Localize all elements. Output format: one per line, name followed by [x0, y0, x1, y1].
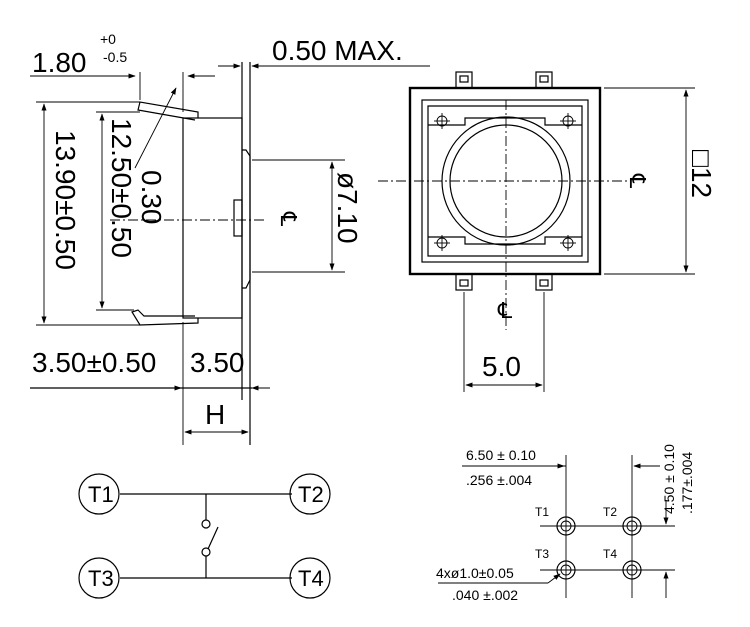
dim-square: □12: [686, 150, 717, 198]
dim-pitch: 5.0: [482, 351, 521, 382]
dim-diameter: ø7.10: [332, 172, 363, 244]
svg-text:T1: T1: [88, 482, 114, 507]
side-actuator: [242, 149, 251, 289]
dim-bottom-right: 3.50: [190, 347, 245, 378]
terminal-t1: T1: [78, 473, 120, 515]
dim-top-tol-minus: -0.5: [103, 49, 127, 65]
pad-t2: [622, 516, 642, 536]
dim-fp-h-mm: 6.50 ± 0.10: [466, 447, 536, 463]
pad-label-t3: T3: [535, 547, 549, 561]
dim-hole-mm: 4xø1.0±0.05: [436, 565, 514, 581]
dim-bottom-left: 3.50±0.50: [32, 347, 156, 378]
side-lead-bottom: [131, 309, 199, 326]
footprint: T1 T2 T3 T4 6.50 ± 0.10 .256 ±.004 4.50 …: [436, 444, 695, 603]
pad-label-t1: T1: [535, 505, 549, 519]
pad-t1: [556, 516, 576, 536]
svg-text:T4: T4: [298, 566, 324, 591]
pad-label-t2: T2: [603, 505, 617, 519]
dim-fp-h-in: .256 ±.004: [466, 472, 532, 488]
top-cl-symbol-h: ℄: [625, 173, 650, 189]
dim-height-outer: 13.90±0.50: [50, 130, 81, 270]
dim-max: 0.50 MAX.: [272, 35, 403, 66]
dim-top-nominal: 1.80: [32, 47, 87, 78]
pad-t4: [622, 560, 642, 580]
top-cl-symbol-v: ℄: [497, 298, 513, 323]
side-body-outline: [182, 117, 243, 319]
svg-text:T3: T3: [88, 566, 114, 591]
terminal-t3: T3: [78, 557, 120, 599]
side-view: ℄ 1.80 +0 -0.5 0.50 MAX. 13.90±0.50 12.5…: [30, 31, 430, 445]
dim-top-tol-plus: +0: [100, 31, 116, 47]
dim-fp-v-mm: 4.50 ± 0.10: [661, 444, 677, 514]
terminal-t4: T4: [289, 557, 331, 599]
terminal-t2: T2: [289, 473, 331, 515]
dim-height-inner: 12.50±0.50: [106, 118, 137, 258]
dim-h: H: [205, 399, 225, 430]
pad-label-t4: T4: [603, 547, 617, 561]
side-cl-symbol: ℄: [276, 211, 301, 227]
pad-t3: [556, 560, 576, 580]
svg-text:T2: T2: [298, 482, 324, 507]
dim-fp-v-in: .177±.004: [679, 452, 695, 514]
dim-hole-in: .040 ±.002: [452, 587, 518, 603]
top-view: ℄ ℄ □12 5.0: [378, 71, 717, 392]
dim-lead: 0.30: [136, 170, 167, 225]
schematic: T1 T2 T3 T4: [78, 473, 331, 599]
side-lead-top: [137, 101, 199, 121]
